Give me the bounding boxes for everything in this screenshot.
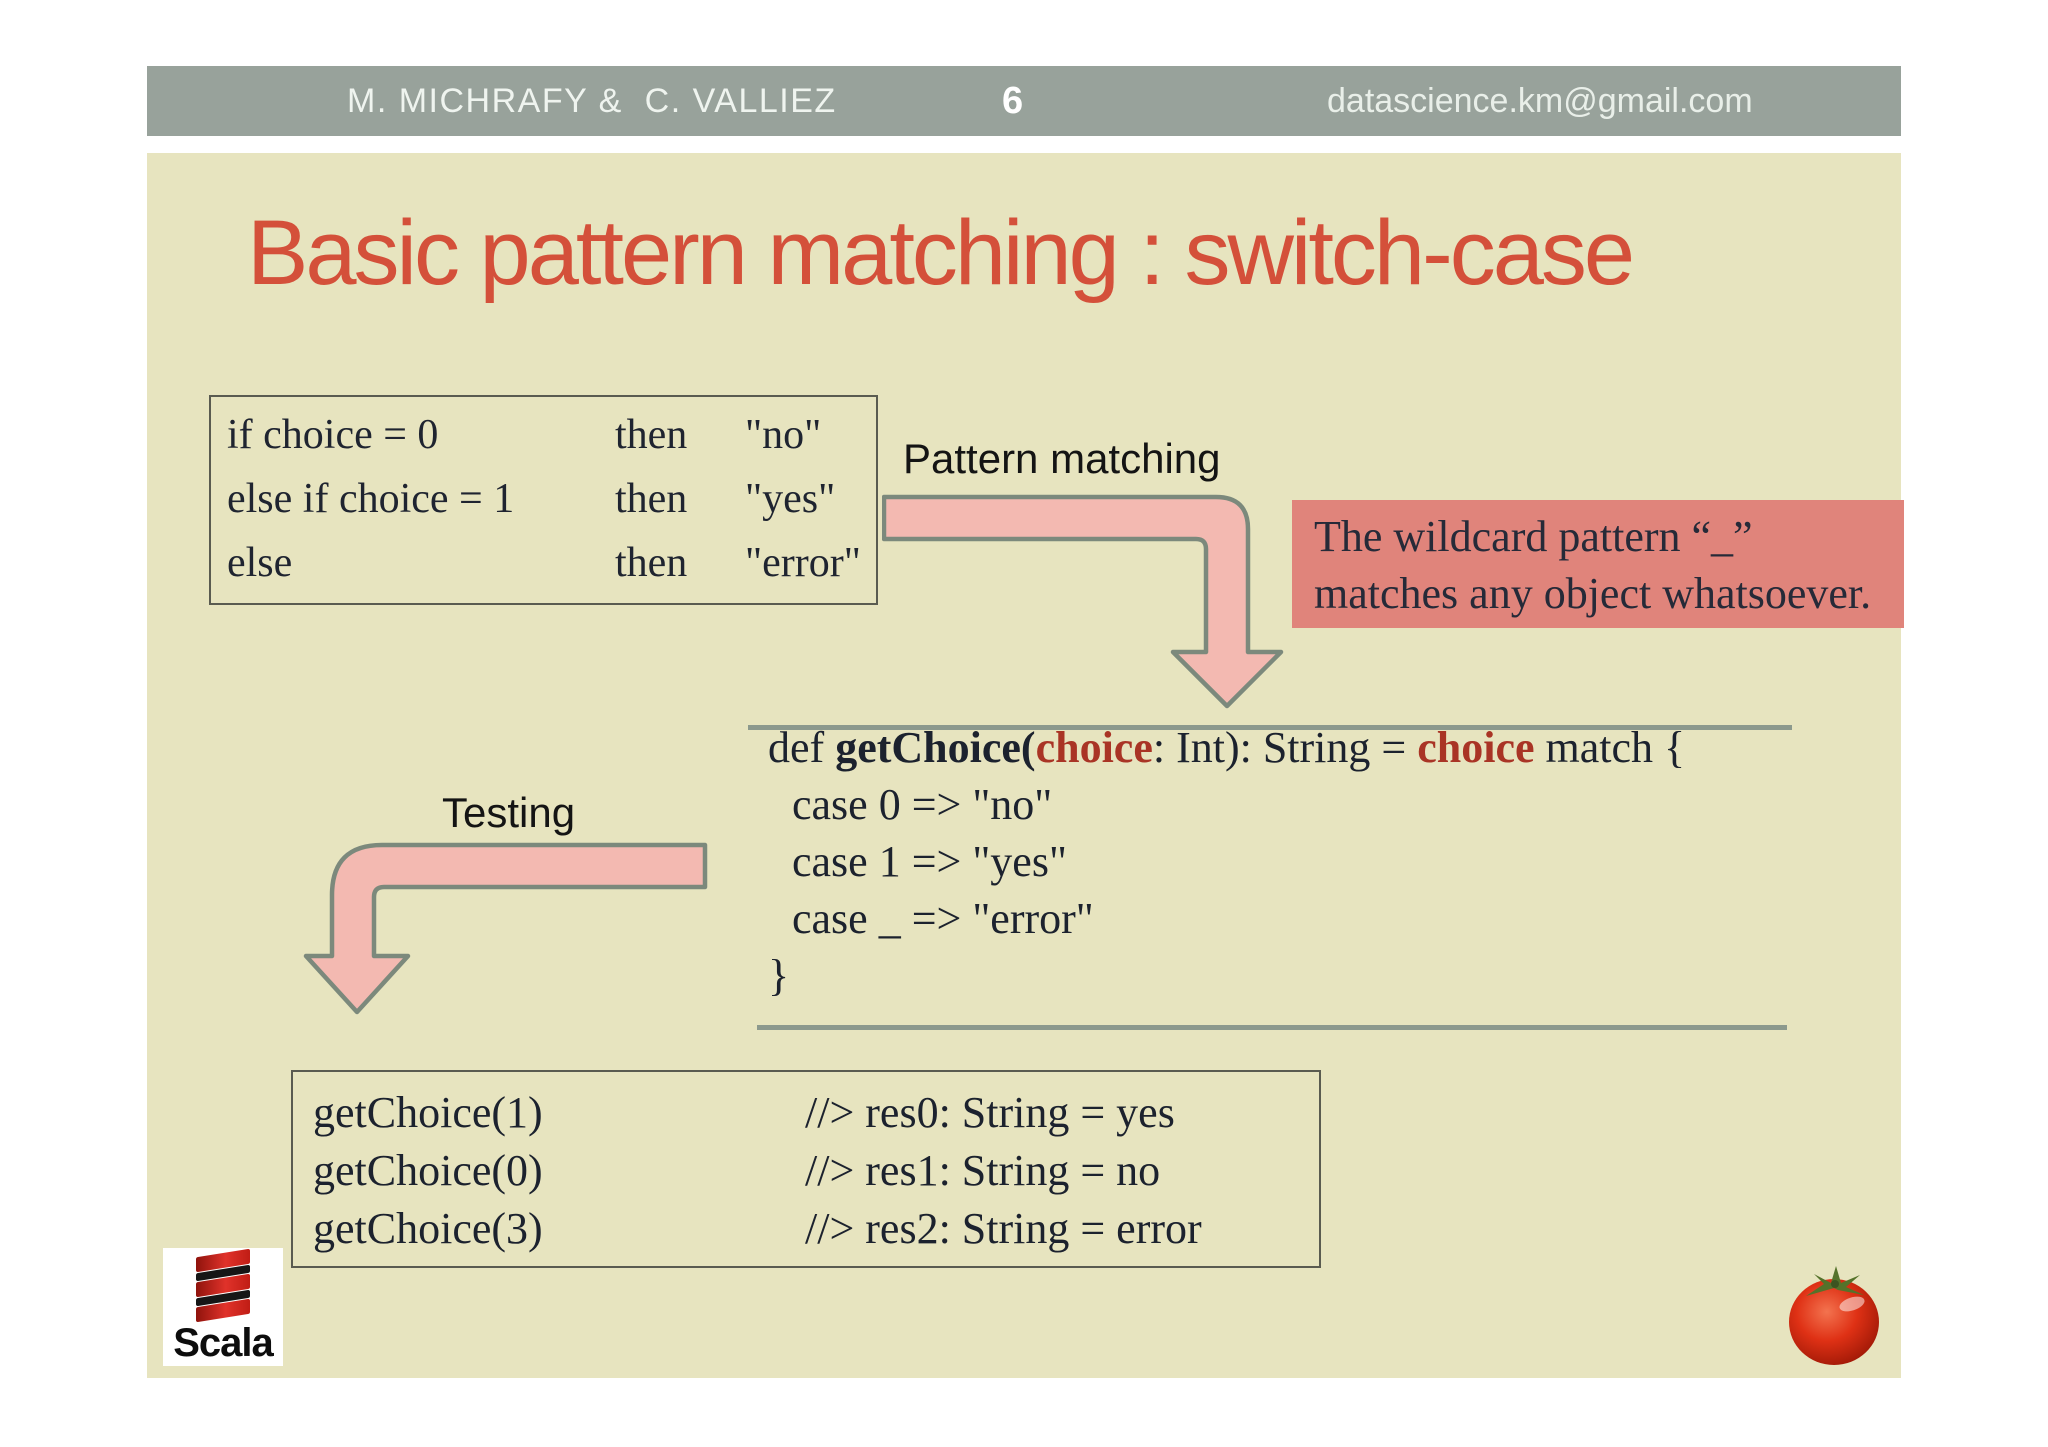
repl-output: //> res2: String = error xyxy=(805,1204,1202,1253)
email-text: datascience.km@gmail.com xyxy=(1327,82,1753,120)
code-separator-bottom xyxy=(757,1025,1787,1030)
scala-code-block: def getChoice(choice: Int): String = cho… xyxy=(768,719,1685,1004)
results-box: getChoice(1) //> res0: String = yes getC… xyxy=(291,1070,1321,1268)
condition-text: if choice = 0 xyxy=(227,412,439,458)
condition-text: else if choice = 1 xyxy=(227,476,515,522)
pattern-matching-elbow-arrow-icon xyxy=(882,494,1284,709)
result-row: getChoice(0) //> res1: String = no xyxy=(293,1142,1319,1200)
wildcard-note-line2: matches any object whatsoever. xyxy=(1314,569,1872,619)
repl-output: //> res0: String = yes xyxy=(805,1088,1175,1137)
then-keyword: then xyxy=(615,412,688,458)
slide-title: Basic pattern matching : switch-case xyxy=(247,202,1635,304)
code-line-case1: case 1 => "yes" xyxy=(792,837,1067,886)
scala-logo-text: Scala xyxy=(173,1321,274,1365)
slide-background: Basic pattern matching : switch-case if … xyxy=(147,153,1904,1378)
if-else-row: else then "error" xyxy=(211,531,876,595)
result-text: "error" xyxy=(745,540,861,586)
testing-label: Testing xyxy=(442,789,576,836)
call-text: getChoice(3) xyxy=(313,1204,543,1253)
wildcard-note-box: The wildcard pattern “_” matches any obj… xyxy=(1292,500,1904,628)
then-keyword: then xyxy=(615,540,688,586)
header-bar: M. MICHRAFY & C. VALLIEZ 6 datascience.k… xyxy=(147,66,1901,136)
repl-output: //> res1: String = no xyxy=(805,1146,1161,1195)
call-text: getChoice(1) xyxy=(313,1088,543,1137)
result-row: getChoice(1) //> res0: String = yes xyxy=(293,1084,1319,1142)
code-line-case-wildcard: case _ => "error" xyxy=(792,894,1094,943)
then-keyword: then xyxy=(615,476,688,522)
authors-text: M. MICHRAFY & C. VALLIEZ xyxy=(347,82,837,120)
result-text: "no" xyxy=(745,412,822,458)
wildcard-note-line1: The wildcard pattern “_” xyxy=(1314,512,1753,561)
tomato-image xyxy=(1789,1266,1879,1365)
scala-logo: Scala xyxy=(163,1248,283,1366)
scala-staircase-icon xyxy=(196,1248,250,1323)
page-number: 6 xyxy=(1002,80,1024,122)
code-line-def: def getChoice(choice: Int): String = cho… xyxy=(768,723,1686,772)
if-else-row: if choice = 0 then "no" xyxy=(211,403,876,467)
code-line-case0: case 0 => "no" xyxy=(792,780,1053,829)
if-else-row: else if choice = 1 then "yes" xyxy=(211,467,876,531)
testing-elbow-arrow-icon xyxy=(303,842,708,1015)
code-separator-top xyxy=(748,725,1792,730)
code-line-close-brace: } xyxy=(768,951,790,1000)
call-text: getChoice(0) xyxy=(313,1146,543,1195)
pattern-matching-label: Pattern matching xyxy=(903,435,1221,482)
result-text: "yes" xyxy=(745,476,836,522)
result-row: getChoice(3) //> res2: String = error xyxy=(293,1200,1319,1258)
condition-text: else xyxy=(227,540,293,586)
if-else-box: if choice = 0 then "no" else if choice =… xyxy=(209,395,878,605)
